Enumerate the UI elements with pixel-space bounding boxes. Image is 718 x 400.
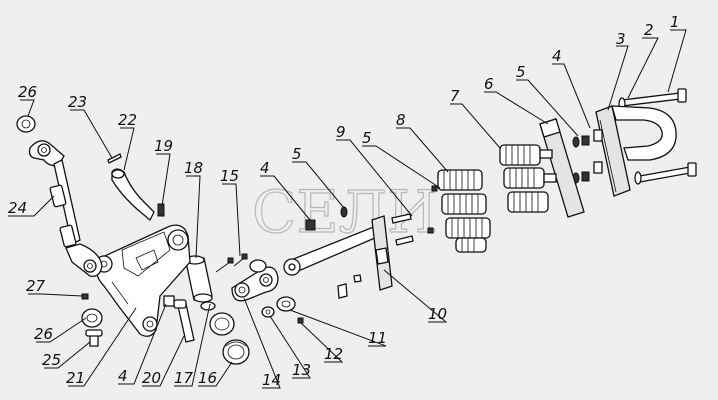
part-26-bushing-lower [81,308,103,328]
callout-19: 19 [154,137,173,155]
part-8-rollers [437,169,491,253]
callout-5-lower: 5 [292,145,302,163]
callout-1: 1 [670,13,680,31]
part-24-tie-rod [28,140,103,277]
callout-25: 25 [42,351,61,369]
part-18-sleeve [185,255,216,311]
callout-7: 7 [450,87,460,105]
part-4-nut-lower [163,295,175,307]
callout-labels: 1 2 3 4 5 6 7 8 5 9 5 4 15 18 19 22 23 2… [8,13,680,389]
callout-13: 13 [292,361,311,379]
part-4-nuts-upper [581,129,603,182]
callout-14: 14 [262,371,281,389]
part-6-plate [539,118,585,218]
callout-26-upper: 26 [18,83,37,101]
callout-4-middle: 4 [260,159,270,177]
part-20-bolt [173,299,195,343]
part-5-washers-upper [572,136,580,184]
callout-5-middle: 5 [362,129,372,147]
part-14-link [231,259,279,302]
part-1-bolts [621,88,697,183]
callout-22: 22 [118,111,137,129]
part-5-washer-mid [340,206,348,218]
callout-8: 8 [396,111,406,129]
part-13-washer [261,306,275,318]
callout-18: 18 [184,159,203,177]
callout-16: 16 [198,369,217,387]
callout-23: 23 [68,93,87,111]
callout-6: 6 [484,75,494,93]
callout-20: 20 [142,369,161,387]
part-16-bushing [222,339,250,365]
callout-5-upper: 5 [516,63,526,81]
callout-21: 21 [66,369,85,387]
callout-11: 11 [368,329,387,347]
part-10-lever [283,215,393,299]
callout-15: 15 [220,167,239,185]
part-7-springs [499,144,557,213]
part-11-bushing [276,296,296,312]
callout-3: 3 [616,30,626,48]
part-17-bushing [209,312,235,336]
callout-4-lower: 4 [118,367,128,385]
callout-27: 27 [26,277,46,295]
part-21-bracket [95,224,191,337]
callout-24: 24 [8,199,27,217]
part-22-hose [111,168,155,222]
part-4-nut-mid [305,219,316,231]
leader-lines [8,29,687,389]
callout-2: 2 [644,21,654,39]
callout-4-upper: 4 [552,47,562,65]
callout-17: 17 [174,369,194,387]
callout-10: 10 [428,305,447,323]
part-23-pin [107,153,122,164]
callout-9: 9 [336,123,346,141]
part-9-pins [391,185,438,246]
part-3-u-clamp [595,105,677,197]
part-19-pin [157,203,165,217]
callout-26-lower: 26 [34,325,53,343]
callout-12: 12 [324,345,343,363]
part-26-bushing-upper [16,115,36,133]
part-15-studs [215,253,248,273]
part-27-pin [81,293,89,300]
part-25-bolt [85,329,103,347]
